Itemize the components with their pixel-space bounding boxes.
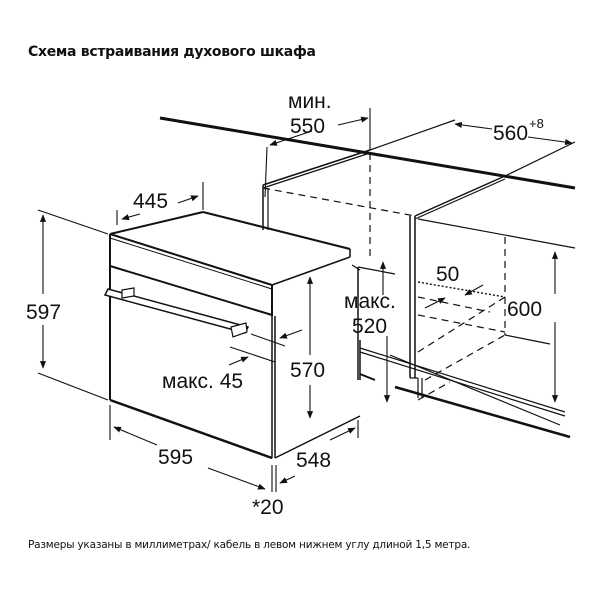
dim-vent-gap: 50 [436,263,459,286]
dim-front-panel-depth: 445 [133,190,168,213]
dim-oven-depth: 548 [296,449,331,472]
dim-niche-width: 560 [493,122,528,145]
dim-oven-width: 595 [158,446,193,469]
dim-cutout-depth-max: 520 [352,315,387,338]
dim-niche-width-tolerance: +8 [529,116,544,131]
dim-niche-depth-min: 550 [290,115,325,138]
dim-oven-height: 597 [26,301,61,324]
dim-niche-height: 600 [507,298,542,321]
countertop-cabinet [159,116,576,439]
diagram-caption: Размеры указаны в миллиметрах/ кабель в … [28,539,471,551]
oven [103,211,361,460]
dimension-lines [37,108,573,492]
dim-label-min: мин. [288,90,332,113]
dim-front-offset: *20 [252,496,284,519]
dim-label-max: макс. [344,290,396,313]
dim-oven-body-height: 570 [290,359,325,382]
diagram-title: Схема встраивания духового шкафа [28,44,316,60]
dimension-labels: мин. 550 560 +8 445 597 570 макс. 45 595… [26,90,544,519]
dim-handle-clearance: макс. 45 [162,370,243,393]
